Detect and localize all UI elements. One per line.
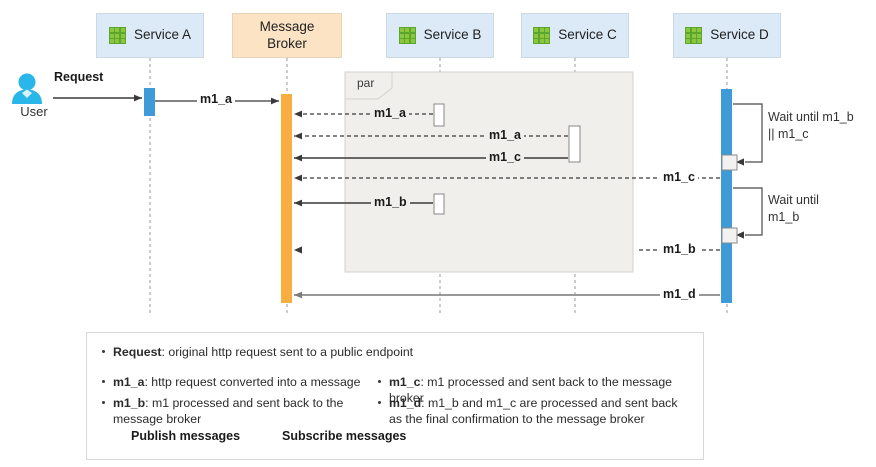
message-label-m1a-service-a-to-broker: m1_a (197, 92, 235, 106)
note-wait-until-2: Wait until m1_b (768, 193, 819, 224)
participant-service-d[interactable]: Service D (673, 13, 781, 58)
message-label-m1a-service-b: m1_a (371, 106, 409, 120)
note-wait-until-1: Wait until m1_b || m1_c (768, 110, 854, 141)
wait-loop-2 (733, 187, 763, 236)
legend-text: : m1 processed and sent back to the mess… (113, 396, 344, 427)
legend-key: m1_c (389, 375, 421, 389)
participant-message-broker[interactable]: Message Broker (232, 13, 342, 58)
participant-service-b[interactable]: Service B (386, 13, 494, 58)
message-label-m1a-service-c: m1_a (486, 128, 524, 142)
participant-label: Service D (710, 27, 769, 43)
legend-key: m1_d (389, 396, 422, 410)
participant-service-c[interactable]: Service C (521, 13, 629, 58)
legend-box: Request: original http request sent to a… (86, 332, 704, 460)
legend-text: : m1 processed and sent back to the mess… (389, 375, 672, 406)
activation-service-a (144, 88, 155, 116)
grid-icon (108, 27, 126, 44)
message-label-m1c-service-d: m1_c (660, 170, 698, 184)
participant-label: Service B (423, 27, 482, 43)
bullet (378, 401, 381, 404)
bullet (378, 380, 381, 383)
legend-entry-m1a: m1_a: http request converted into a mess… (113, 374, 375, 390)
activation-message-broker (281, 94, 292, 303)
wait-marker-2 (721, 227, 738, 244)
message-label-m1b-service-b: m1_b (371, 195, 410, 209)
arrowhead-m1b-service-d-to-broker (294, 246, 302, 254)
bullet (102, 401, 105, 404)
activation-service-d (721, 89, 732, 303)
par-fragment (344, 71, 634, 273)
bullet (102, 380, 105, 383)
grid-icon (533, 27, 551, 44)
wait-marker-1 (721, 154, 738, 171)
bullet (102, 350, 105, 353)
activation-service-b-1 (433, 103, 445, 127)
activation-service-c-1 (568, 125, 581, 163)
participant-label: Service A (133, 27, 192, 43)
wait-loop-2-arrowhead (736, 231, 744, 239)
wait-loop-1-arrowhead (736, 158, 744, 166)
wait-loop-1 (733, 103, 763, 163)
legend-key: Request (113, 345, 162, 359)
par-fragment-label: par (357, 76, 375, 90)
legend-key-subscribe: Subscribe messages (282, 429, 407, 443)
legend-text: : original http request sent to a public… (161, 345, 414, 359)
legend-text: : m1_b and m1_c are processed and sent b… (389, 396, 678, 427)
message-label-m1c-service-c: m1_c (486, 150, 524, 164)
legend-entry-m1b: m1_b: m1 processed and sent back to the … (113, 395, 365, 427)
participant-label: Service C (558, 27, 617, 43)
legend-key: m1_a (113, 375, 145, 389)
legend-entry-request: Request: original http request sent to a… (113, 344, 673, 360)
grid-icon (685, 27, 703, 44)
legend-key: m1_b (113, 396, 146, 410)
participant-service-a[interactable]: Service A (96, 13, 204, 58)
activation-service-b-2 (433, 193, 445, 215)
legend-entry-m1d: m1_d: m1_b and m1_c are processed and se… (389, 395, 693, 427)
message-label-request: Request (51, 70, 107, 84)
user-icon (12, 73, 42, 104)
grid-icon (398, 27, 416, 44)
message-label-m1d-service-d: m1_d (660, 287, 699, 301)
participant-label: Message Broker (259, 18, 315, 51)
legend-text: : http request converted into a message (144, 375, 361, 389)
message-label-m1b-service-d: m1_b (660, 242, 699, 256)
legend-key-publish: Publish messages (131, 429, 241, 443)
legend-entry-m1c: m1_c: m1 processed and sent back to the … (389, 374, 701, 406)
actor-label: User (20, 104, 48, 119)
